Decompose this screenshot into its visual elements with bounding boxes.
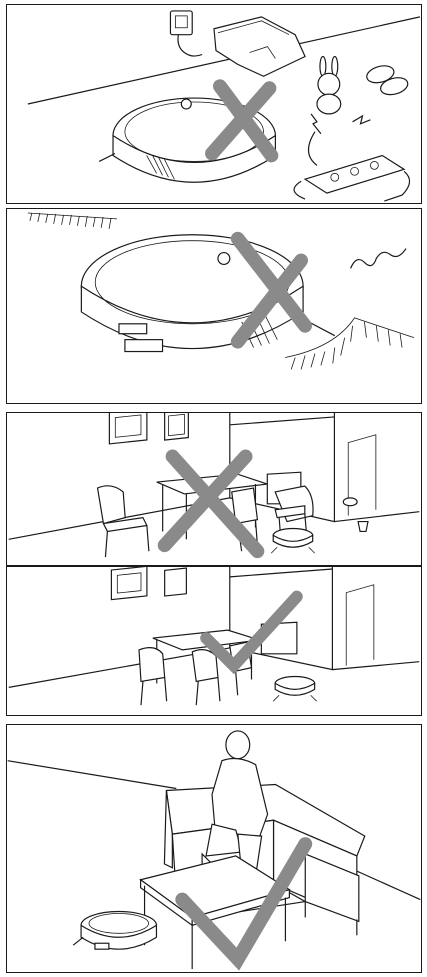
wall-picture-icon [165,568,187,596]
illustration-living-room [7,725,421,972]
panel-room-chairs-tidied [6,566,422,716]
squiggle-icon [351,249,406,269]
chair-icon [98,486,149,557]
room-wall-line [230,569,333,577]
warning-zigzag-icon [311,114,321,134]
room-wall-line [334,512,419,522]
robot-vacuum-icon [81,235,334,352]
room-wall-line [332,662,419,670]
chair-icon [139,648,167,705]
illustration-room-after [7,567,421,715]
doorway-icon [346,585,374,666]
slipper-icon [343,498,357,506]
illustration-obstacles [7,5,421,203]
charging-dock-icon [214,17,305,76]
panel-room-chairs-blocking [6,412,422,566]
carpet-fringe-icon [28,213,117,229]
wall-plug-icon [170,11,202,56]
illustration-room-before [7,413,421,565]
warning-zigzag-icon [353,116,371,124]
chair-icon [192,650,220,706]
power-strip-icon [294,132,409,201]
room-wall-line [230,417,335,425]
toy-rabbit-icon [317,56,341,113]
wall-picture-icon [111,567,147,600]
robot-vacuum-icon [273,677,316,702]
room-wall-line [8,761,177,789]
slippers-icon [365,63,410,97]
panel-clear-floor-obstacles [6,4,422,204]
panel-furniture-clearance [6,724,422,973]
robot-vacuum-icon [73,911,156,949]
panel-carpet-fringes [6,208,422,404]
illustration-carpet [7,209,421,403]
robot-vacuum-icon [271,528,314,553]
cup-icon [358,522,368,532]
